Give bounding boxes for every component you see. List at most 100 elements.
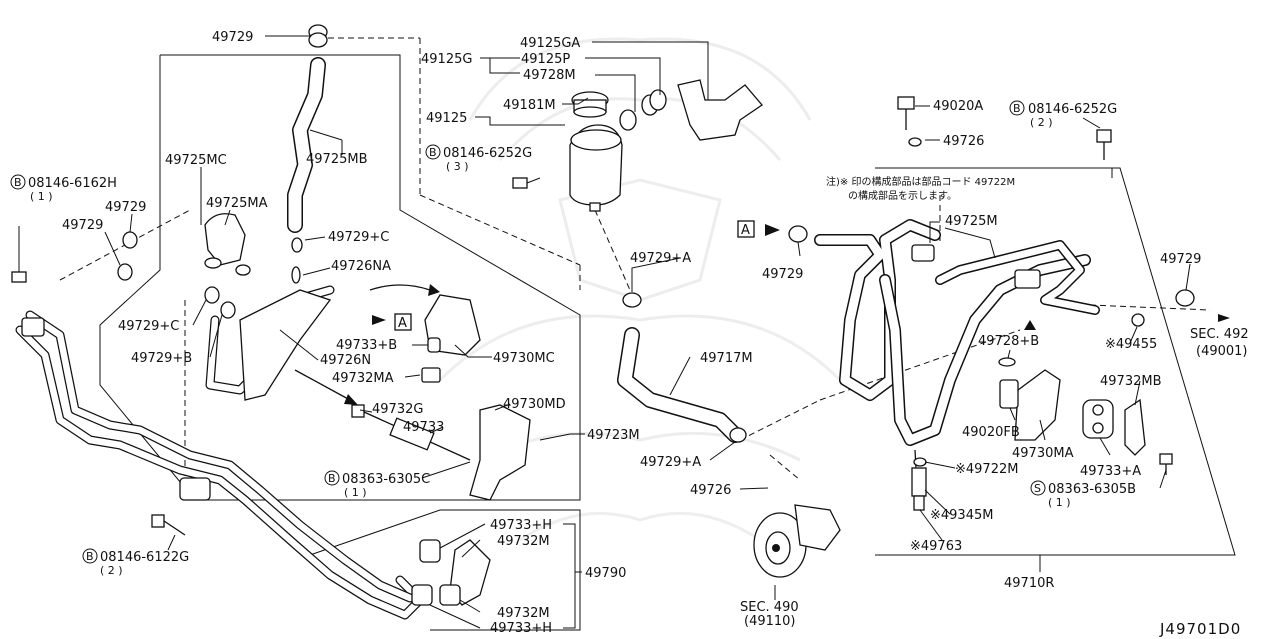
note-jp-line2: の構成部品を示します。 — [848, 189, 957, 202]
clip-49732MB[interactable] — [1124, 398, 1146, 456]
label-bolt-08363-6305C: 08363-6305C — [342, 472, 430, 487]
hose-49725MB[interactable] — [287, 57, 326, 233]
svg-text:( 2 ): ( 2 ) — [1030, 116, 1053, 129]
power-steering-pump[interactable] — [753, 504, 841, 578]
clip-set-49790[interactable] — [411, 539, 491, 606]
label-49726NA: 49726NA — [331, 259, 391, 274]
label-sec492: SEC. 492 — [1190, 327, 1249, 342]
bolt-08363-6305B[interactable] — [1159, 453, 1173, 475]
label-49729C-2: 49729+C — [118, 319, 179, 334]
reservoir-cap-49181M[interactable] — [571, 91, 609, 118]
bolt-08146-6122G[interactable] — [151, 514, 186, 536]
svg-text:( 3 ): ( 3 ) — [446, 160, 469, 173]
bracket-49730MD[interactable] — [469, 404, 531, 501]
grommet-49728M[interactable] — [619, 89, 667, 131]
label-49790: 49790 — [585, 566, 626, 581]
clip-49733A[interactable] — [1082, 399, 1114, 439]
label-49728B: 49728+B — [978, 334, 1039, 349]
label-49733H-1: 49733+H — [490, 518, 552, 533]
svg-text:(49001): (49001) — [1196, 344, 1248, 359]
label-49732M-2: 49732M — [497, 606, 550, 621]
circle-b-markers: B B B B B S — [10, 100, 1046, 564]
label-49725MB: 49725MB — [306, 152, 368, 167]
label-bolt-08363-6305B: 08363-6305B — [1048, 482, 1136, 497]
label-49729-r2: 49729 — [1160, 252, 1201, 267]
label-49733H-2: 49733+H — [490, 621, 552, 636]
diagram-id: J49701D0 — [1159, 620, 1241, 638]
clamp-49729-right[interactable] — [788, 137, 1195, 327]
clip-49732MA[interactable] — [421, 367, 441, 383]
clamp-49729-top[interactable] — [308, 24, 328, 48]
svg-text:B: B — [429, 146, 437, 159]
label-49722M: ※49722M — [955, 462, 1018, 477]
label-bolt-08146-6252G-2: 08146-6252G — [1028, 102, 1117, 117]
label-49125: 49125 — [426, 111, 467, 126]
label-49729A-2: 49729+A — [640, 455, 701, 470]
label-49732M-1: 49732M — [497, 534, 550, 549]
label-49717M: 49717M — [700, 351, 753, 366]
svg-text:( 1 ): ( 1 ) — [344, 486, 367, 499]
hose-49717M[interactable] — [617, 292, 747, 443]
svg-text:(49110): (49110) — [744, 614, 796, 629]
label-49730MA: 49730MA — [1012, 446, 1074, 461]
label-49729-a: 49729 — [105, 200, 146, 215]
hose-49726N[interactable] — [205, 285, 335, 401]
svg-text:( 1 ): ( 1 ) — [30, 190, 53, 203]
svg-text:B: B — [86, 550, 94, 563]
hose-assembly-49710R[interactable] — [814, 219, 1100, 511]
svg-text:( 1 ): ( 1 ) — [1048, 496, 1071, 509]
label-49725MA: 49725MA — [206, 196, 268, 211]
bolt-49020A[interactable] — [897, 96, 915, 130]
label-49729-b: 49729 — [62, 218, 103, 233]
bolt-49732G[interactable] — [351, 404, 471, 461]
arrow-sec492 — [765, 224, 1230, 330]
svg-text:A: A — [741, 223, 750, 238]
label-49729C-1: 49729+C — [328, 230, 389, 245]
label-49729-r1: 49729 — [762, 267, 803, 282]
label-49020FB: 49020FB — [962, 425, 1020, 440]
label-sec490: SEC. 490 — [740, 600, 799, 615]
label-49725MC: 49725MC — [165, 153, 227, 168]
reservoir-tank-49125[interactable] — [569, 124, 623, 212]
bracket-49125GA[interactable] — [677, 79, 763, 141]
label-49730MC: 49730MC — [493, 351, 555, 366]
label-49710R: 49710R — [1004, 576, 1054, 591]
label-49733B: 49733+B — [336, 338, 397, 353]
label-49726-b: 49726 — [690, 483, 731, 498]
label-49726-r: 49726 — [943, 134, 984, 149]
label-bolt-08146-6162H: 08146-6162H — [28, 176, 117, 191]
label-bolt-08146-6122G: 08146-6122G — [100, 550, 189, 565]
bracket-49730MA[interactable] — [1014, 369, 1061, 441]
label-49723M: 49723M — [587, 428, 640, 443]
note-jp-line1: 注)※ 印の構成部品は部品コード 49722M — [826, 175, 1015, 188]
svg-text:B: B — [328, 472, 336, 485]
svg-text:B: B — [14, 176, 22, 189]
hose-49725MA[interactable] — [204, 213, 251, 276]
svg-text:S: S — [1034, 482, 1041, 495]
svg-text:( 2 ): ( 2 ) — [100, 564, 123, 577]
label-49181M: 49181M — [503, 98, 556, 113]
svg-text:A: A — [398, 316, 407, 331]
label-49733A: 49733+A — [1080, 464, 1141, 479]
bolt-08146-6252G-right[interactable] — [1096, 129, 1112, 160]
reference-box-a-right: A — [737, 220, 755, 238]
label-49733: 49733 — [403, 420, 444, 435]
label-49729-top: 49729 — [212, 30, 253, 45]
svg-text:B: B — [1013, 102, 1021, 115]
label-49455: ※49455 — [1105, 337, 1157, 352]
label-49125P: 49125P — [521, 52, 570, 67]
reference-box-a-left: A — [394, 313, 412, 331]
arrows-middle — [294, 284, 440, 405]
pipe-assembly-49790[interactable] — [15, 310, 425, 620]
label-49732MA: 49732MA — [332, 371, 394, 386]
bracket-49730MC[interactable] — [424, 294, 481, 356]
watermark-emblem — [438, 37, 842, 542]
bolt-08146-6252G-reservoir[interactable] — [512, 177, 541, 189]
leader-lines — [104, 35, 1191, 629]
label-49763: ※49763 — [910, 539, 962, 554]
grommet-49020FB[interactable] — [998, 357, 1019, 409]
label-49730MD: 49730MD — [503, 397, 566, 412]
bolt-08146-6162H[interactable] — [11, 226, 27, 283]
